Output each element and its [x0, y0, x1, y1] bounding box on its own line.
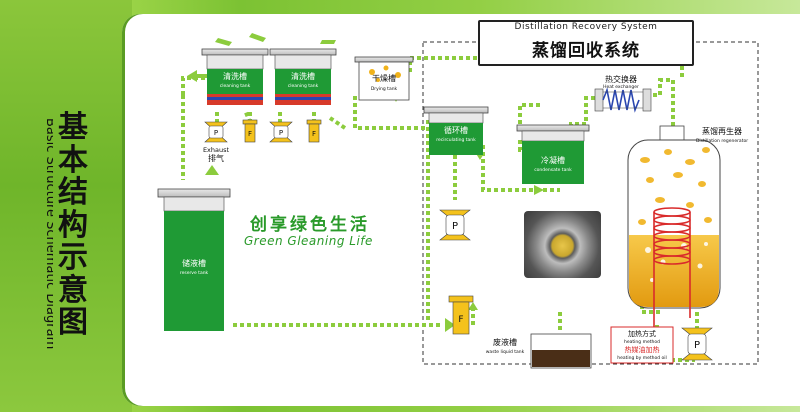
pump-regenerator: [681, 327, 713, 361]
storage-tank-en: reserve tank: [180, 270, 209, 276]
filter-2: [306, 119, 322, 143]
distillation-system-title: Distillation Recovery System 蒸馏回收系统: [478, 20, 694, 66]
side-panel: [0, 0, 132, 412]
title-char: 示: [58, 240, 88, 275]
recirculating-tank: [423, 106, 489, 155]
condensate-tank-en: condensate tank: [534, 167, 572, 173]
condensate-tank: [516, 124, 590, 184]
drying-tank: [354, 56, 414, 101]
pump-circulating: [439, 209, 471, 241]
pump-symbol: P: [694, 340, 700, 351]
waste-tank-en: waste liquid tank: [486, 349, 525, 355]
filter-symbol: F: [248, 130, 252, 138]
exhaust-cn: 排气: [208, 153, 224, 163]
system-title-cn: 蒸馏回收系统: [532, 41, 640, 61]
vertical-title-en: Basic Structure Schematic Diagram: [43, 118, 53, 349]
regenerator-cn: 蒸馏再生器: [702, 126, 742, 136]
heat-exchanger-en: Heat exchanger: [603, 84, 639, 90]
pump-symbol: P: [214, 129, 218, 137]
filter-symbol: F: [458, 315, 463, 325]
heating-method-en: heating method: [624, 339, 660, 345]
title-char: 图: [58, 305, 88, 340]
cleaning-tank-2-en: cleaning tank: [288, 83, 319, 89]
heat-exchanger: [594, 87, 652, 113]
title-char: 构: [58, 207, 88, 243]
regenerator-en: Distillation regenerator: [696, 138, 748, 144]
drying-tank-cn: 干燥槽: [372, 73, 396, 83]
heating-oil-cn: 热媒油加热: [625, 345, 660, 354]
cleaning-tank-2-cn: 清洗槽: [291, 71, 315, 81]
recirculating-tank-cn: 循环槽: [444, 125, 468, 135]
distillation-regenerator: [627, 125, 721, 335]
title-en-text: Basic Structure Schematic Diagram: [43, 118, 53, 349]
slogan-cn: 创享绿色生活: [250, 215, 370, 235]
condensate-tank-cn: 冷凝槽: [541, 155, 565, 165]
storage-tank-cn: 储液槽: [182, 258, 206, 268]
waste-liquid-tank: [530, 333, 592, 369]
cleaning-tank-2: [269, 48, 337, 105]
title-char: 结: [58, 175, 88, 210]
recirculating-tank-en: recirculating tank: [436, 137, 476, 143]
cleaning-tank-1-cn: 清洗槽: [223, 71, 247, 81]
filter-waste: [448, 295, 474, 335]
drying-tank-en: Drying tank: [371, 86, 398, 92]
heating-method-cn: 加热方式: [628, 329, 656, 338]
storage-tank: [157, 188, 231, 331]
pump-symbol: P: [452, 221, 458, 232]
cleaning-tank-1: [201, 48, 269, 105]
filter-1: [242, 119, 258, 143]
title-char: 意: [58, 272, 88, 308]
title-char: 基: [58, 110, 88, 145]
cleaning-tank-1-en: cleaning tank: [220, 83, 251, 89]
pump-exhaust: [204, 121, 228, 143]
exhaust-en: Exhaust: [203, 146, 230, 154]
vertical-title-cn: 基 本 结 构 示 意 图: [53, 110, 93, 340]
heating-oil-en: heating by method oil: [617, 355, 667, 361]
system-title-en: Distillation Recovery System: [514, 22, 658, 32]
pump-2: [269, 121, 293, 143]
heating-method-box: [610, 326, 674, 364]
sight-glass-photo: [524, 211, 601, 278]
title-char: 本: [58, 142, 88, 178]
waste-tank-cn: 废液槽: [493, 337, 517, 347]
filter-symbol: F: [312, 130, 316, 138]
pump-symbol: P: [279, 129, 283, 137]
slogan-en: Green Gleaning Life: [244, 234, 373, 248]
heat-exchanger-cn: 热交换器: [605, 74, 637, 84]
